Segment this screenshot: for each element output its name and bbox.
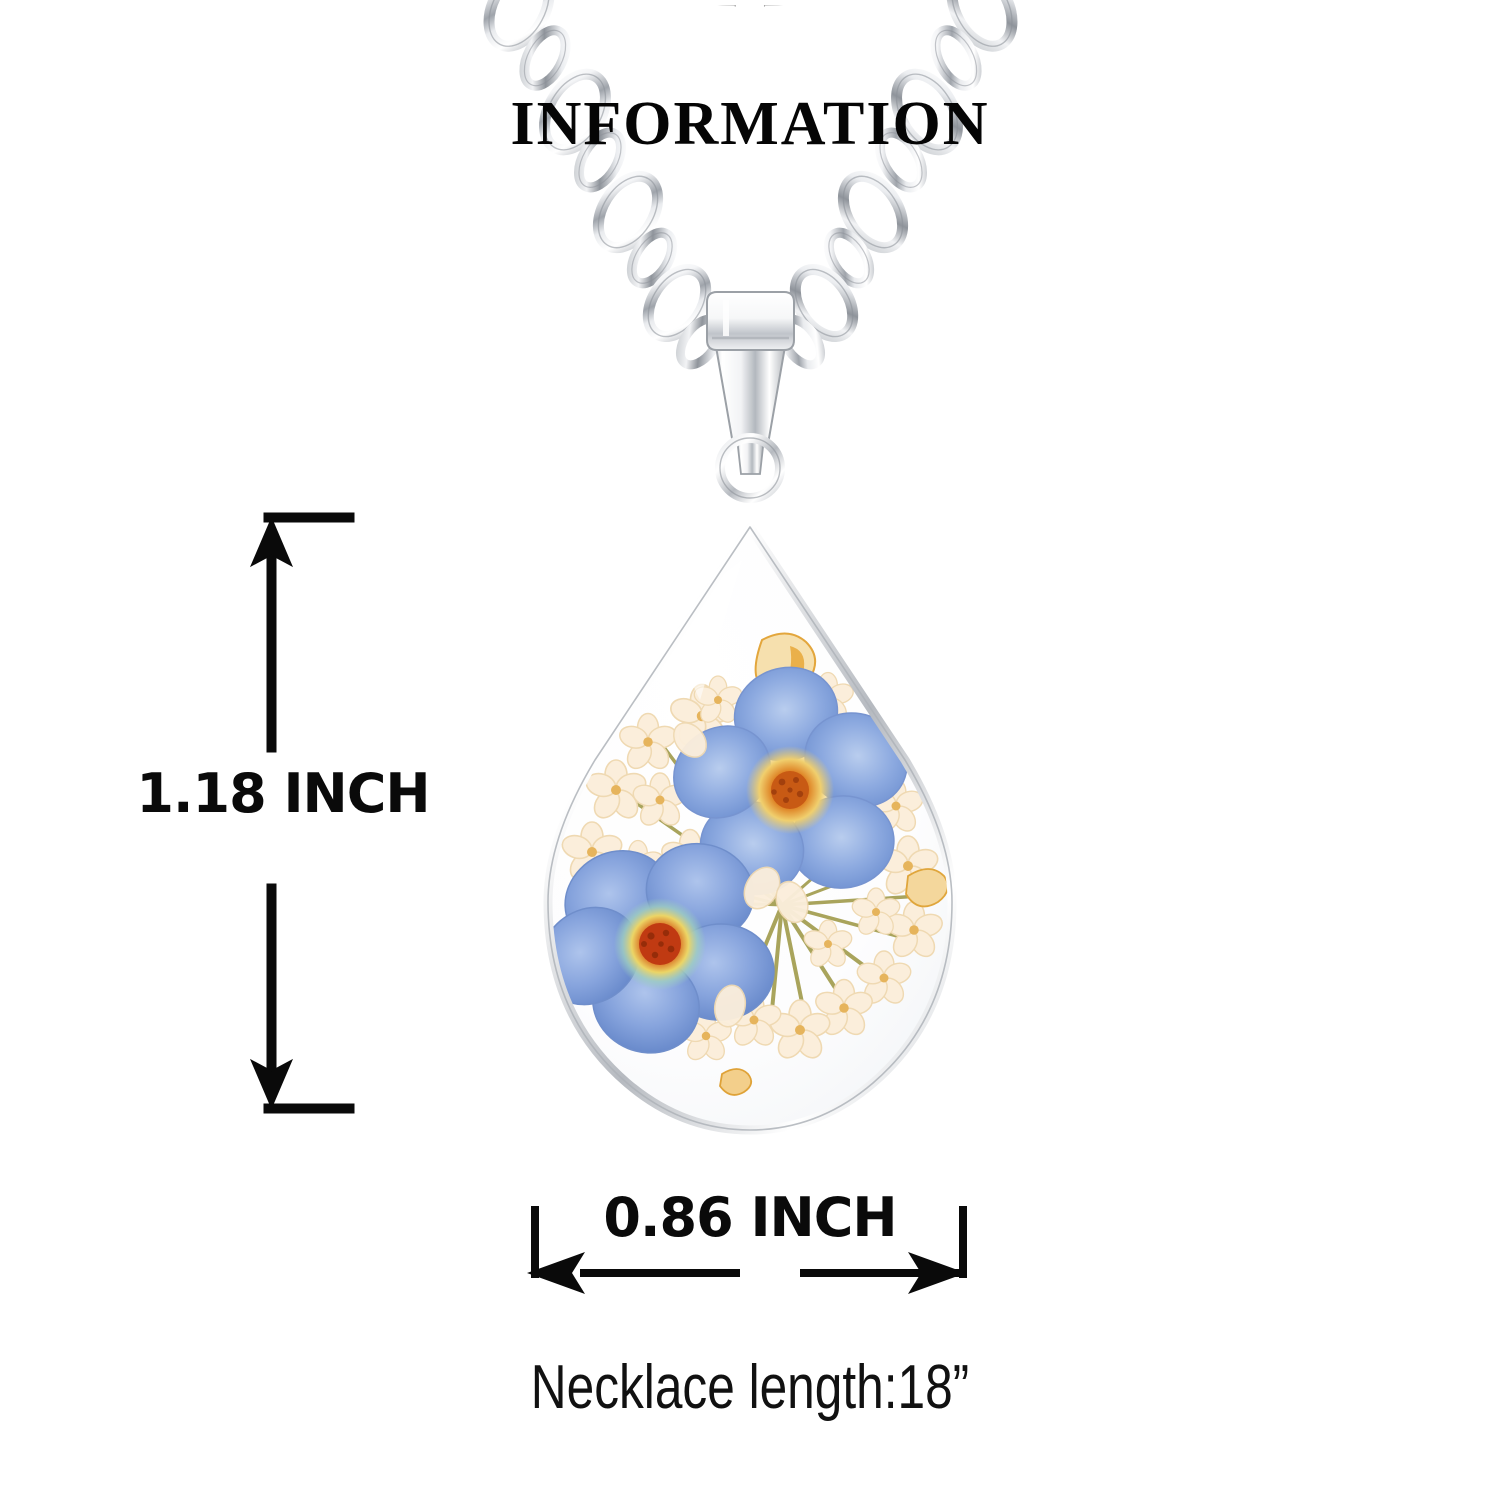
gold-fleck-bottom bbox=[719, 1068, 753, 1096]
arrow-up bbox=[249, 516, 294, 568]
chain-strand-left bbox=[483, 0, 725, 370]
pendant-bail bbox=[706, 291, 795, 503]
horizontal-dimension bbox=[527, 1206, 967, 1294]
necklace-length-caption: Necklace length:18” bbox=[530, 1353, 970, 1422]
arrow-left bbox=[527, 1252, 585, 1294]
dimension-tick-left bbox=[531, 1206, 539, 1278]
page-title: INFORMATION bbox=[510, 90, 990, 158]
dimension-tick-right bbox=[959, 1206, 967, 1278]
pressed-flower-arrangement bbox=[548, 632, 949, 1096]
foreground-petals bbox=[672, 722, 809, 1028]
gold-fleck-right bbox=[905, 868, 949, 908]
teardrop-pendant bbox=[543, 522, 957, 1135]
width-dimension-label: 0.86 INCH bbox=[603, 1186, 897, 1249]
dimension-tick-bottom bbox=[263, 1103, 355, 1114]
height-dimension-label: 1.18 INCH bbox=[136, 762, 430, 825]
dimension-tick-top bbox=[263, 512, 355, 523]
vertical-dimension bbox=[249, 512, 355, 1114]
chain-strand-right bbox=[776, 0, 1018, 370]
necklace-chain bbox=[483, 0, 1018, 370]
arrow-right bbox=[908, 1252, 966, 1294]
arrow-down bbox=[249, 1058, 294, 1110]
blue-flower-lower bbox=[548, 842, 775, 1054]
